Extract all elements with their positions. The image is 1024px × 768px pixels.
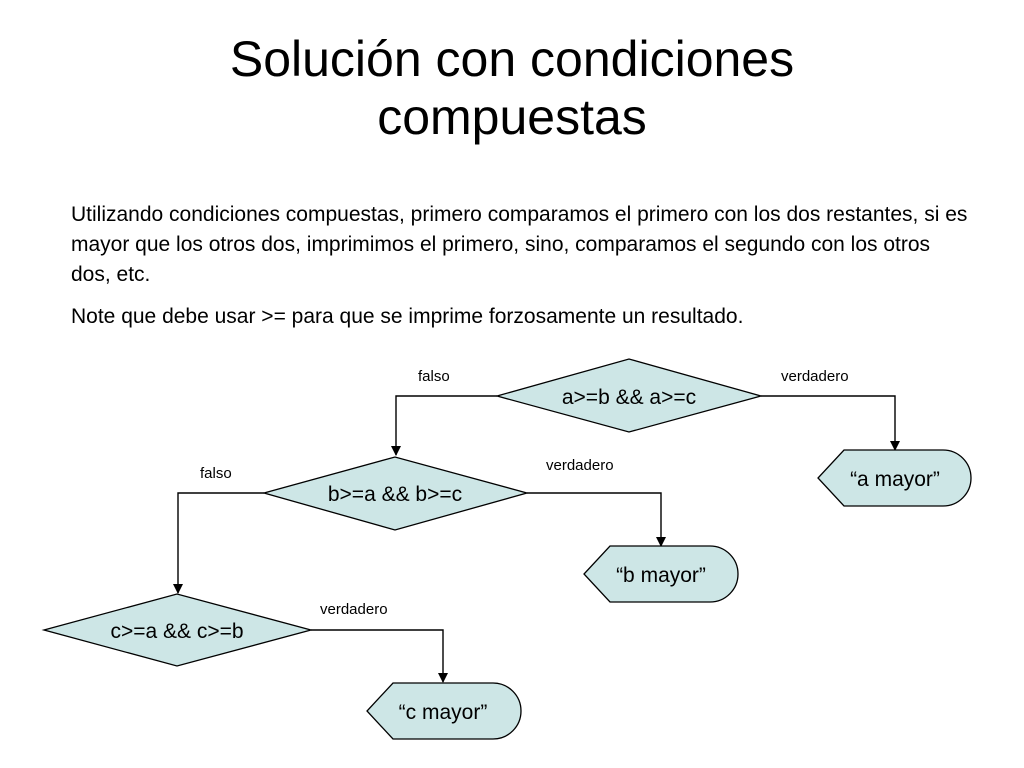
edge-d1-false — [391, 395, 497, 456]
edge-d1-true — [761, 395, 900, 451]
decision-c-shape — [41, 593, 314, 667]
paragraph-note: Note que debe usar >= para que se imprim… — [71, 305, 744, 328]
output-a-shape — [817, 449, 972, 507]
edge-d2-false — [173, 492, 264, 594]
decision-c-label: c>=a && c>=b — [110, 620, 243, 643]
edge-label-d3-true: verdadero — [320, 601, 388, 618]
body-text: Utilizando condiciones compuestas, prime… — [71, 200, 971, 344]
title-line-2: compuestas — [377, 89, 647, 145]
output-a-label: “a mayor” — [850, 468, 940, 491]
edge-d2-true — [527, 492, 666, 547]
edge-label-d2-false: falso — [200, 465, 232, 482]
paragraph-intro: Utilizando condiciones compuestas, prime… — [71, 203, 968, 286]
slide-title: Solución con condiciones compuestas — [0, 30, 1024, 146]
edge-label-d1-false: falso — [418, 368, 450, 385]
output-b-label: “b mayor” — [616, 564, 706, 587]
decision-a-shape — [494, 358, 764, 433]
decision-b-shape — [261, 456, 530, 531]
output-c-shape — [366, 682, 522, 740]
edge-label-d2-true: verdadero — [546, 457, 614, 474]
output-c-label: “c mayor” — [399, 701, 488, 724]
edge-d3-true — [311, 629, 448, 683]
decision-a-label: a>=b && a>=c — [562, 386, 696, 409]
title-line-1: Solución con condiciones — [229, 31, 795, 87]
output-b-shape — [583, 545, 739, 603]
decision-b-label: b>=a && b>=c — [328, 483, 462, 506]
edge-label-d1-true: verdadero — [781, 368, 849, 385]
